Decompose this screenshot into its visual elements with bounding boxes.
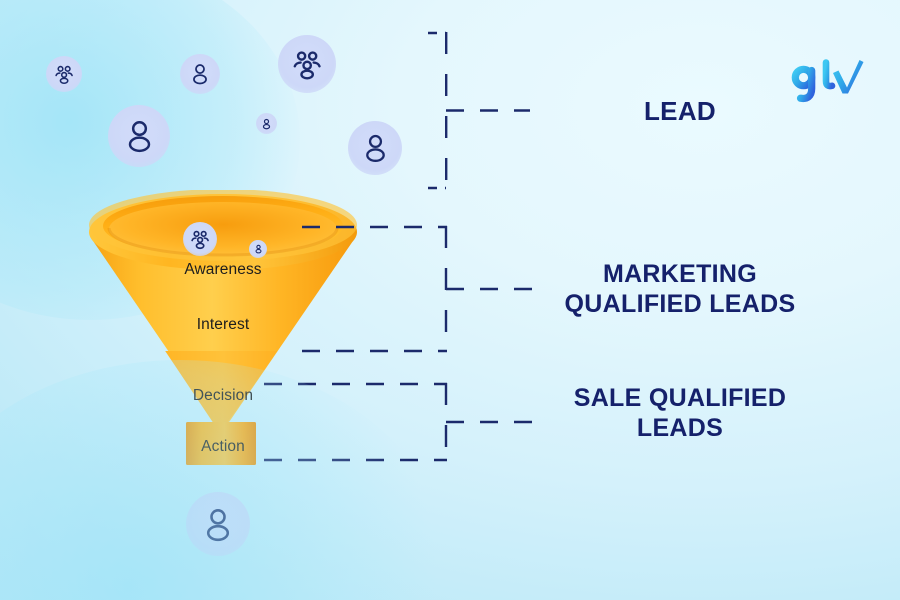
person-icon-mid-right — [348, 121, 402, 175]
group-icon — [293, 51, 321, 80]
funnel-stage-label-decision: Decision — [192, 387, 254, 404]
stage-title-mql-line1: MARKETING — [602, 260, 758, 288]
lead-bracket — [418, 24, 558, 204]
group-icon — [191, 230, 209, 250]
sql-bracket — [262, 375, 557, 473]
gtv-logo-mark — [791, 59, 864, 103]
person-icon — [193, 64, 207, 85]
sales-funnel: Awareness Interest Decision Action — [78, 190, 368, 480]
person-icon-large-left — [108, 105, 170, 167]
stage-title-sale-qualified-leads: SALE QUALIFIED LEADS — [520, 384, 840, 443]
person-icon-in-funnel — [249, 240, 267, 258]
funnel-shape — [89, 190, 357, 465]
stage-title-marketing-qualified-leads: MARKETING QUALIFIED LEADS — [520, 260, 840, 319]
group-icon-top-center — [278, 35, 336, 93]
stage-title-sql-line2: LEADS — [636, 413, 724, 442]
person-icon — [365, 134, 385, 162]
stage-title-mql-line2: QUALIFIED LEADS — [564, 289, 796, 318]
person-icon — [255, 244, 261, 254]
funnel-stage-label-interest: Interest — [196, 316, 250, 333]
group-icon — [55, 65, 73, 85]
person-icon — [262, 118, 271, 129]
stage-title-lead-text: LEAD — [644, 96, 716, 126]
gtv-logo[interactable] — [789, 57, 869, 103]
stage-title-sql-line1: SALE QUALIFIED — [573, 384, 787, 412]
stage-title-lead: LEAD — [560, 96, 800, 127]
person-icon-top-left — [180, 54, 220, 94]
person-icon — [206, 508, 230, 541]
person-icon-tiny-center — [256, 113, 277, 134]
funnel-stage-label-awareness: Awareness — [184, 261, 262, 278]
group-icon-small-left — [46, 56, 82, 92]
person-icon — [128, 121, 150, 153]
mql-bracket — [300, 218, 555, 364]
group-icon-in-funnel — [183, 222, 217, 256]
person-icon-bottom — [186, 492, 250, 556]
funnel-stage-label-action: Action — [201, 438, 245, 455]
